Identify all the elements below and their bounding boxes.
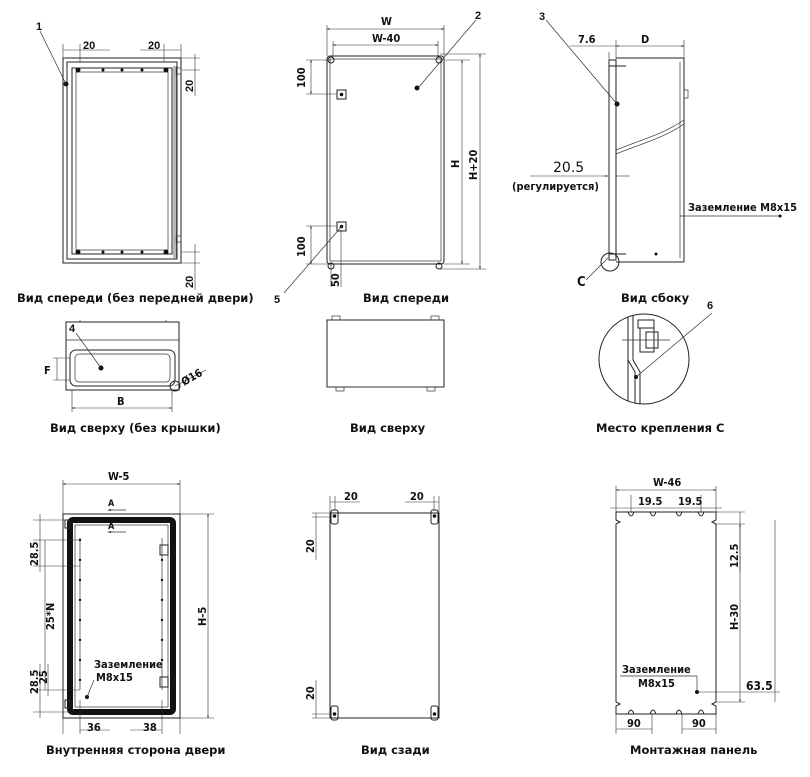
dim-h-5: H-5 (196, 607, 209, 626)
label-c: C (577, 275, 586, 290)
dim-b: B (117, 395, 125, 408)
caption-door-inside: Внутренняя сторона двери (46, 743, 225, 757)
back-view: 20 20 20 20 Вид сзади (304, 490, 440, 757)
dim-20-top-right: 20 (184, 80, 196, 92)
dim-100-top: 100 (295, 67, 308, 88)
caption-mount-panel: Монтажная панель (630, 743, 757, 757)
label-mp-ground-size: M8x15 (638, 677, 675, 690)
dim-90-left: 90 (627, 717, 641, 730)
caption-top-no-lid: Вид сверху (без крышки) (50, 421, 221, 435)
callout-6: 6 (707, 300, 713, 312)
dim-20-bottom-right: 20 (184, 276, 196, 288)
label-door-ground: Заземление (94, 658, 163, 671)
caption-mount-point: Место крепления С (596, 421, 724, 435)
callout-4: 4 (69, 323, 76, 335)
dim-back-20-bottom: 20 (304, 686, 317, 700)
caption-side: Вид сбоку (621, 291, 690, 305)
top-view-no-lid: F B Ø16 4 Вид сверху (без крышки) (44, 320, 221, 435)
callout-3: 3 (539, 11, 545, 23)
dim-28-5-top: 28.5 (28, 541, 41, 566)
callout-5: 5 (274, 294, 280, 306)
dim-63-5: 63.5 (746, 679, 773, 693)
caption-front: Вид спереди (363, 291, 449, 305)
label-door-ground-size: M8x15 (96, 671, 133, 684)
dim-h-30: H-30 (728, 604, 741, 630)
dim-100-bottom: 100 (295, 236, 308, 257)
dim-12-5: 12.5 (728, 543, 741, 568)
mounting-panel: W-46 19.5 19.5 12.5 H-30 63.5 90 90 Зазе… (610, 476, 780, 757)
dim-20-5: 20.5 (553, 160, 584, 176)
label-side-ground: Заземление M8x15 (688, 201, 797, 214)
dim-19-5-left: 19.5 (638, 495, 663, 508)
dim-20-left: 20 (83, 40, 95, 52)
dim-25: 25 (37, 670, 50, 684)
dim-w-40: W-40 (372, 32, 400, 45)
dim-36: 36 (87, 721, 101, 734)
dim-38: 38 (143, 721, 157, 734)
dim-7-6: 7.6 (578, 33, 596, 46)
dim-h: H (449, 160, 462, 168)
dim-back-20-left: 20 (344, 490, 358, 503)
dim-20-right: 20 (148, 40, 160, 52)
dim-d: D (641, 33, 649, 46)
front-view-no-door: 20 20 20 20 1 Вид спереди (без передней … (17, 21, 254, 305)
dim-f: F (44, 364, 51, 377)
door-inside-view: W-5 A A 28.5 25*N 28.5 25 36 38 H-5 (28, 470, 225, 757)
dim-h-20: H+20 (467, 150, 480, 180)
dim-d16: Ø16 (179, 366, 205, 388)
side-view: 7.6 D 20.5 (регулируется) Заземление M8x… (512, 11, 797, 305)
top-view: Вид сверху (326, 315, 445, 435)
section-a-bottom: A (108, 522, 115, 532)
dim-19-5-right: 19.5 (678, 495, 703, 508)
dim-50: 50 (329, 273, 342, 287)
caption-front-no-door: Вид спереди (без передней двери) (17, 291, 254, 305)
label-adjustable: (регулируется) (512, 180, 599, 193)
callout-1: 1 (36, 21, 42, 33)
dim-back-20-top: 20 (304, 539, 317, 553)
callout-2: 2 (475, 10, 481, 22)
dim-28-5-bottom: 28.5 (28, 669, 41, 694)
dim-back-20-right: 20 (410, 490, 424, 503)
caption-back: Вид сзади (361, 743, 430, 757)
front-view: W W-40 H H+20 100 100 50 2 5 Вид спереди (274, 10, 486, 306)
section-a-top: A (108, 499, 115, 509)
dim-90-right: 90 (692, 717, 706, 730)
label-mp-ground: Заземление (622, 663, 691, 676)
dim-w: W (381, 15, 392, 28)
caption-top: Вид сверху (350, 421, 426, 435)
mount-point-c: 6 Место крепления С (596, 300, 724, 435)
dim-w-5: W-5 (108, 470, 130, 483)
dim-w-46: W-46 (653, 476, 681, 489)
dim-25n: 25*N (44, 603, 57, 630)
